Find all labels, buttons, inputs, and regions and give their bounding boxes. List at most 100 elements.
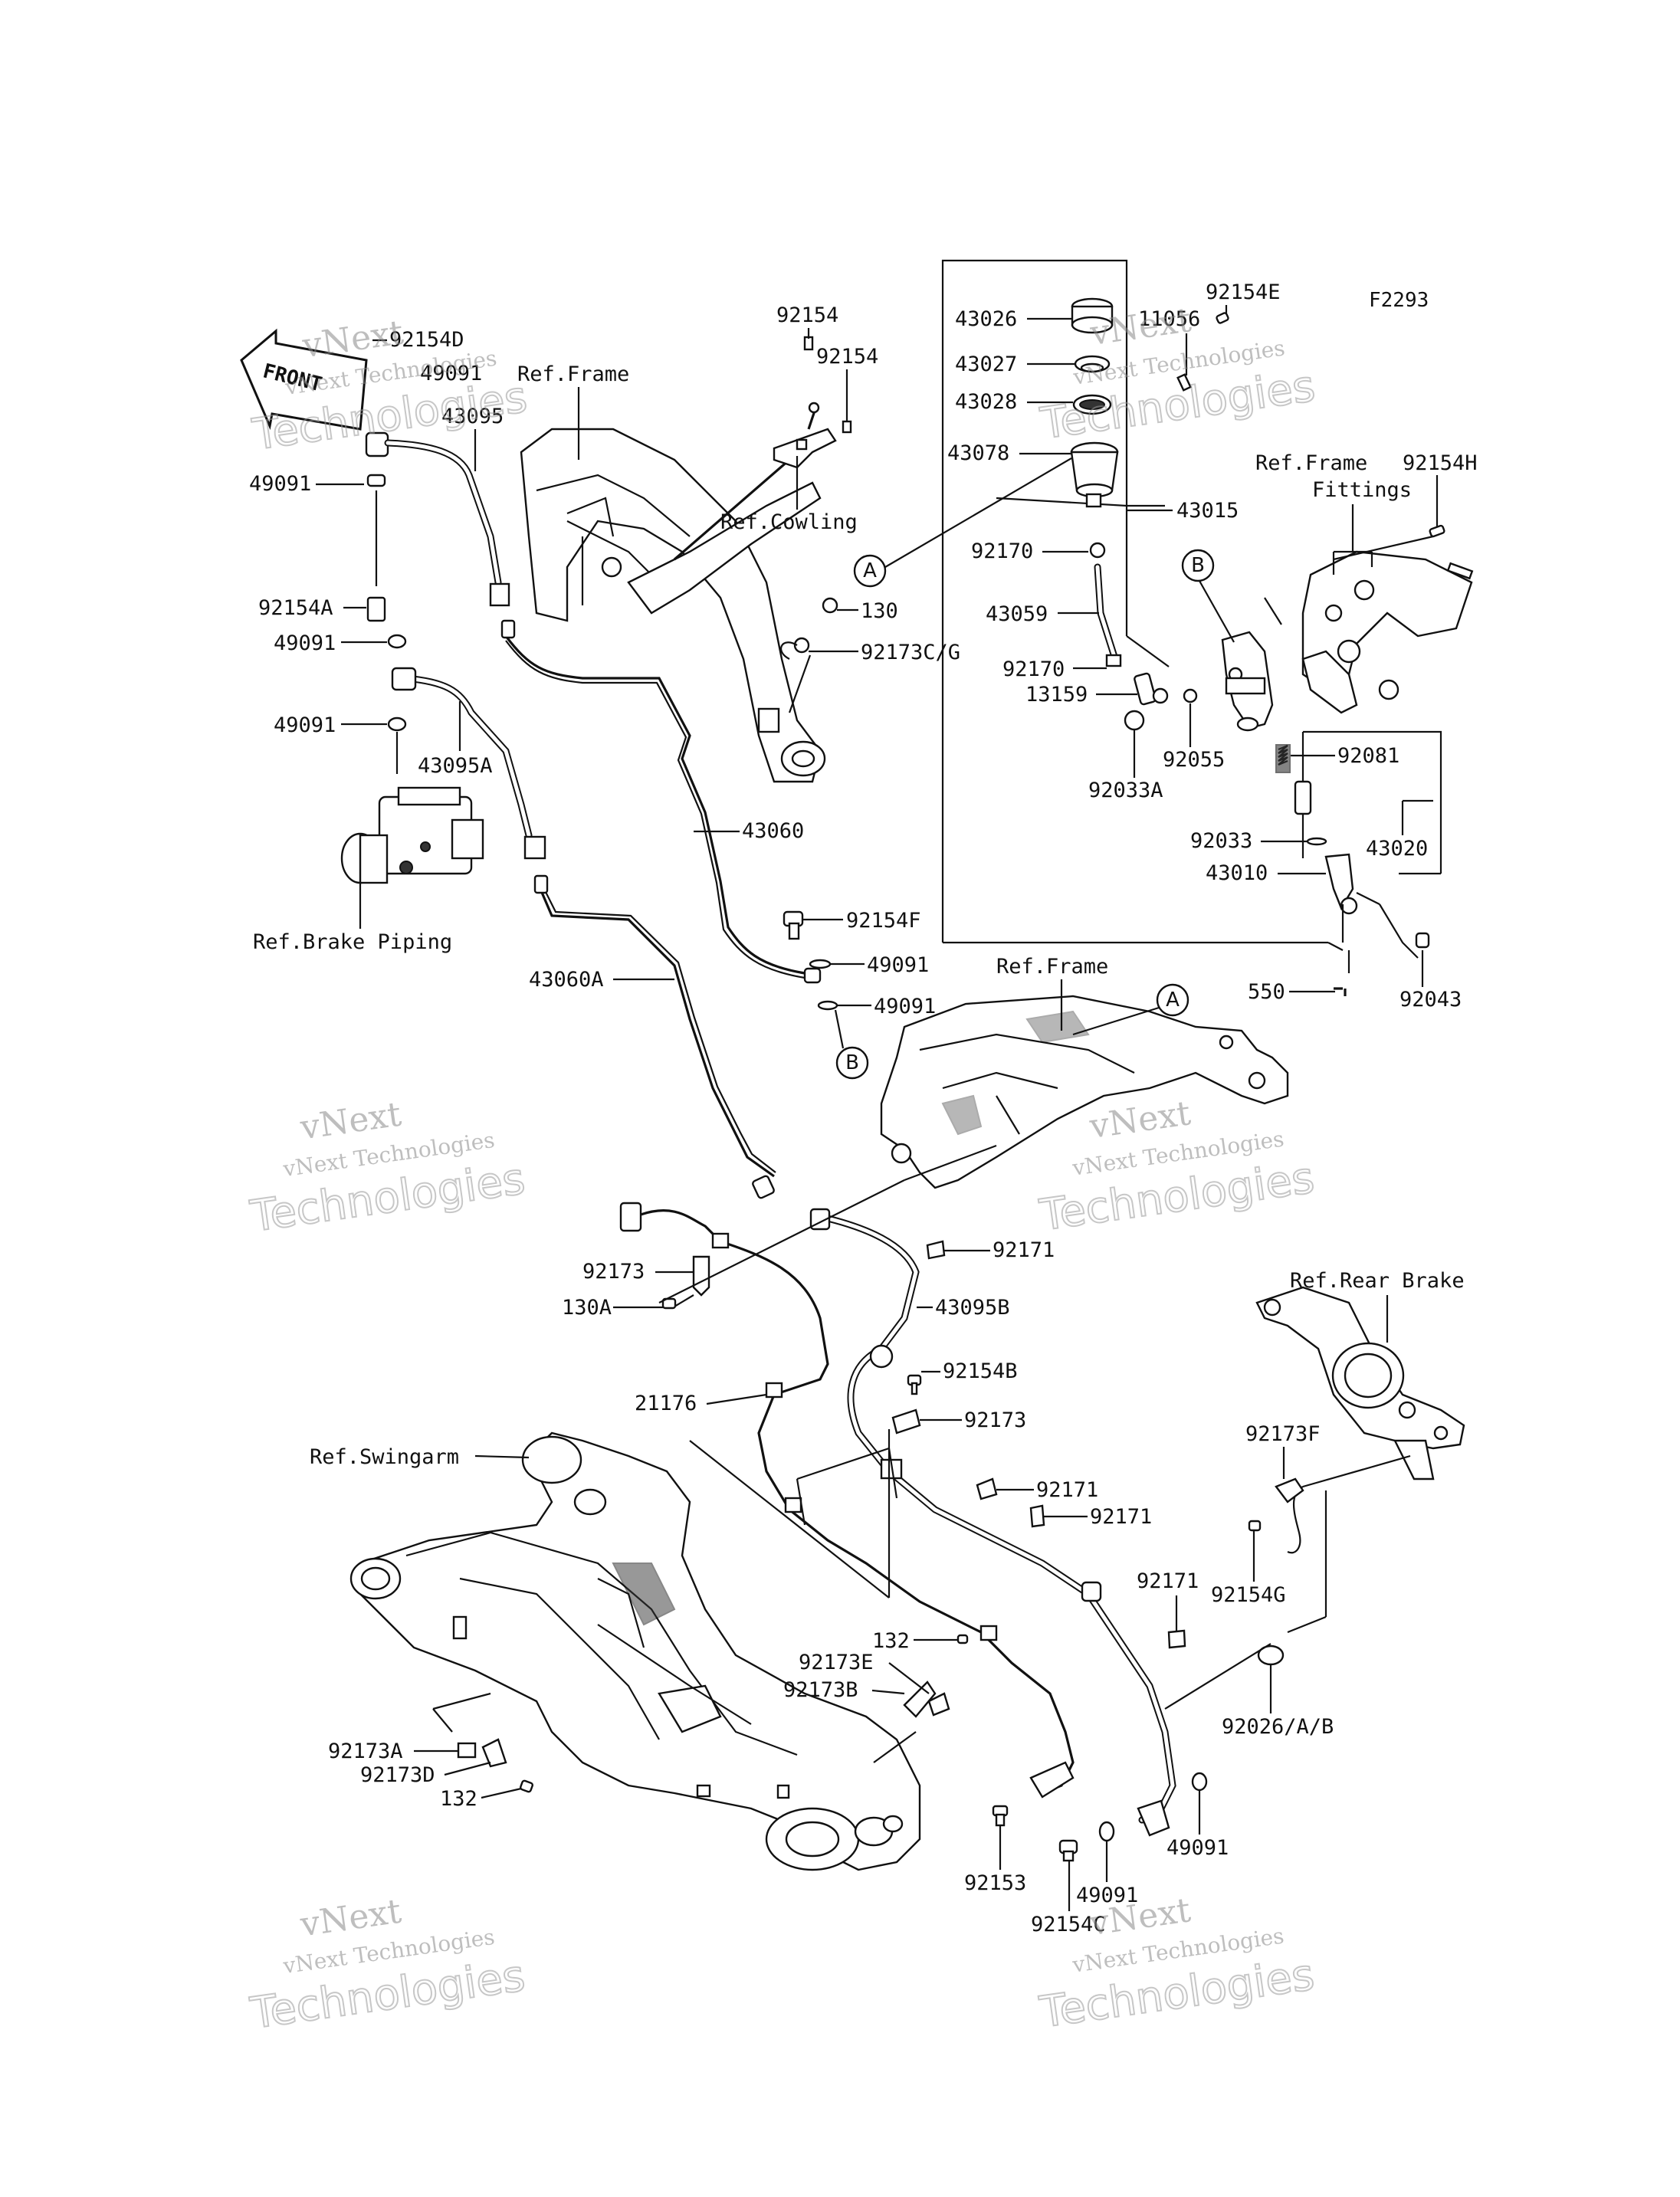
callout-a-mid: A <box>1156 983 1189 1017</box>
bolt-92154B <box>888 1374 922 1448</box>
label-92154E: 92154E <box>1206 280 1281 304</box>
label-92154F: 92154F <box>846 909 921 933</box>
banjo-bolt-92154F <box>783 910 838 1011</box>
brake-line-43060A <box>533 874 776 1199</box>
ref-frame-fittings-1: Ref.Frame <box>1255 451 1367 475</box>
label-92171-a: 92171 <box>993 1238 1055 1262</box>
label-92173CG: 92173C/G <box>861 641 960 664</box>
label-130: 130 <box>861 599 898 623</box>
label-92043: 92043 <box>1399 988 1462 1012</box>
label-92173B: 92173B <box>783 1678 858 1702</box>
label-92154-2: 92154 <box>816 345 878 369</box>
label-92173D: 92173D <box>360 1763 435 1787</box>
ref-cowling: Ref.Cowling <box>720 510 858 534</box>
swingarm-fasteners <box>432 1634 969 1793</box>
cowling-bracket <box>773 336 852 469</box>
label-92033A: 92033A <box>1088 779 1163 802</box>
label-92171-b: 92171 <box>1036 1478 1098 1502</box>
clips-92171 <box>926 1240 1186 1649</box>
upper-frame <box>520 428 826 783</box>
abs-sensor-lead-21176 <box>619 1202 1075 1799</box>
label-49091-top: 49091 <box>420 362 482 385</box>
svg-text:vNext: vNext <box>297 1892 404 1945</box>
label-92173-b: 92173 <box>964 1408 1026 1432</box>
label-43010: 43010 <box>1206 861 1268 885</box>
label-132-b: 132 <box>440 1787 477 1811</box>
svg-text:vNext: vNext <box>300 313 406 366</box>
label-43095A: 43095A <box>418 754 493 778</box>
label-92171-c: 92171 <box>1090 1505 1152 1529</box>
brake-line-43060 <box>500 619 822 984</box>
bracket-92173 <box>658 1179 905 1310</box>
master-cylinder-body <box>1221 597 1282 732</box>
figure-code: F2293 <box>1369 289 1429 312</box>
label-43028: 43028 <box>955 390 1017 414</box>
label-43060A: 43060A <box>529 968 604 992</box>
watermark-top-right: vNext vNext Technologies Technologies <box>1036 300 1318 450</box>
swingarm <box>349 1431 921 1871</box>
callout-b-top: B <box>1181 549 1215 582</box>
front-arrow-icon: FRONT <box>240 328 368 431</box>
svg-text:A: A <box>1166 989 1180 1012</box>
ref-frame-mid: Ref.Frame <box>996 955 1108 979</box>
label-49091-c: 49091 <box>274 713 336 737</box>
svg-text:vNext: vNext <box>297 1095 404 1148</box>
label-130A: 130A <box>562 1296 612 1320</box>
label-550: 550 <box>1248 980 1285 1004</box>
label-43078: 43078 <box>947 441 1009 465</box>
label-92173F: 92173F <box>1245 1422 1321 1446</box>
ref-brake-piping: Ref.Brake Piping <box>253 930 452 954</box>
label-92154D: 92154D <box>389 328 464 352</box>
label-92154B: 92154B <box>943 1359 1018 1383</box>
svg-text:A: A <box>863 559 877 582</box>
callout-b-mid: B <box>835 1046 869 1080</box>
brake-hose-43095B <box>809 1208 1176 1837</box>
label-92154-1: 92154 <box>776 303 838 327</box>
label-92173A: 92173A <box>328 1740 403 1763</box>
label-13159: 13159 <box>1025 683 1088 707</box>
label-92154A: 92154A <box>258 596 333 620</box>
svg-text:vNext: vNext <box>1087 1094 1193 1146</box>
abs-unit <box>340 786 484 916</box>
label-92154H: 92154H <box>1403 451 1478 475</box>
rear-brake-caliper-bracket <box>1164 1286 1465 1710</box>
label-49091-f: 49091 <box>1076 1884 1138 1907</box>
ref-frame-fittings-2: Fittings <box>1312 478 1412 502</box>
label-43059: 43059 <box>986 602 1048 626</box>
label-49091-d: 49091 <box>867 953 929 977</box>
watermark-bottom-left: vNext vNext Technologies Technologies <box>247 1892 529 2040</box>
svg-text:B: B <box>845 1051 859 1074</box>
label-49091-e: 49091 <box>874 995 936 1018</box>
label-92154G: 92154G <box>1211 1583 1286 1607</box>
label-11056: 11056 <box>1138 307 1200 331</box>
label-43027: 43027 <box>955 353 1017 376</box>
label-21176: 21176 <box>635 1392 697 1415</box>
master-cylinder-kit <box>941 259 1328 944</box>
abs-hose-group <box>365 431 546 860</box>
label-92033: 92033 <box>1190 829 1252 853</box>
label-92173-a: 92173 <box>582 1260 645 1284</box>
label-43026: 43026 <box>955 307 1017 331</box>
svg-text:B: B <box>1191 554 1205 577</box>
callout-a-top: A <box>853 554 887 588</box>
label-92171-d: 92171 <box>1137 1569 1199 1593</box>
mid-frame <box>880 995 1289 1189</box>
label-43015: 43015 <box>1176 499 1239 523</box>
frame-fittings-bracket <box>1301 535 1474 714</box>
label-92173E: 92173E <box>799 1651 874 1674</box>
label-49091-g: 49091 <box>1166 1836 1229 1860</box>
label-43060: 43060 <box>742 819 804 843</box>
label-49091-b: 49091 <box>274 631 336 655</box>
label-92153: 92153 <box>964 1871 1026 1895</box>
label-92170-a: 92170 <box>971 539 1033 563</box>
watermark-mid-left: vNext vNext Technologies Technologies <box>247 1095 529 1243</box>
label-43095: 43095 <box>441 405 504 428</box>
ref-swingarm: Ref.Swingarm <box>310 1445 459 1469</box>
ref-rear-brake: Ref.Rear Brake <box>1290 1269 1465 1293</box>
ref-frame-top: Ref.Frame <box>517 362 629 386</box>
label-92154C: 92154C <box>1031 1913 1106 1936</box>
push-rod-kit <box>1275 730 1442 996</box>
label-92055: 92055 <box>1163 748 1225 772</box>
clip-130-group <box>780 597 838 660</box>
